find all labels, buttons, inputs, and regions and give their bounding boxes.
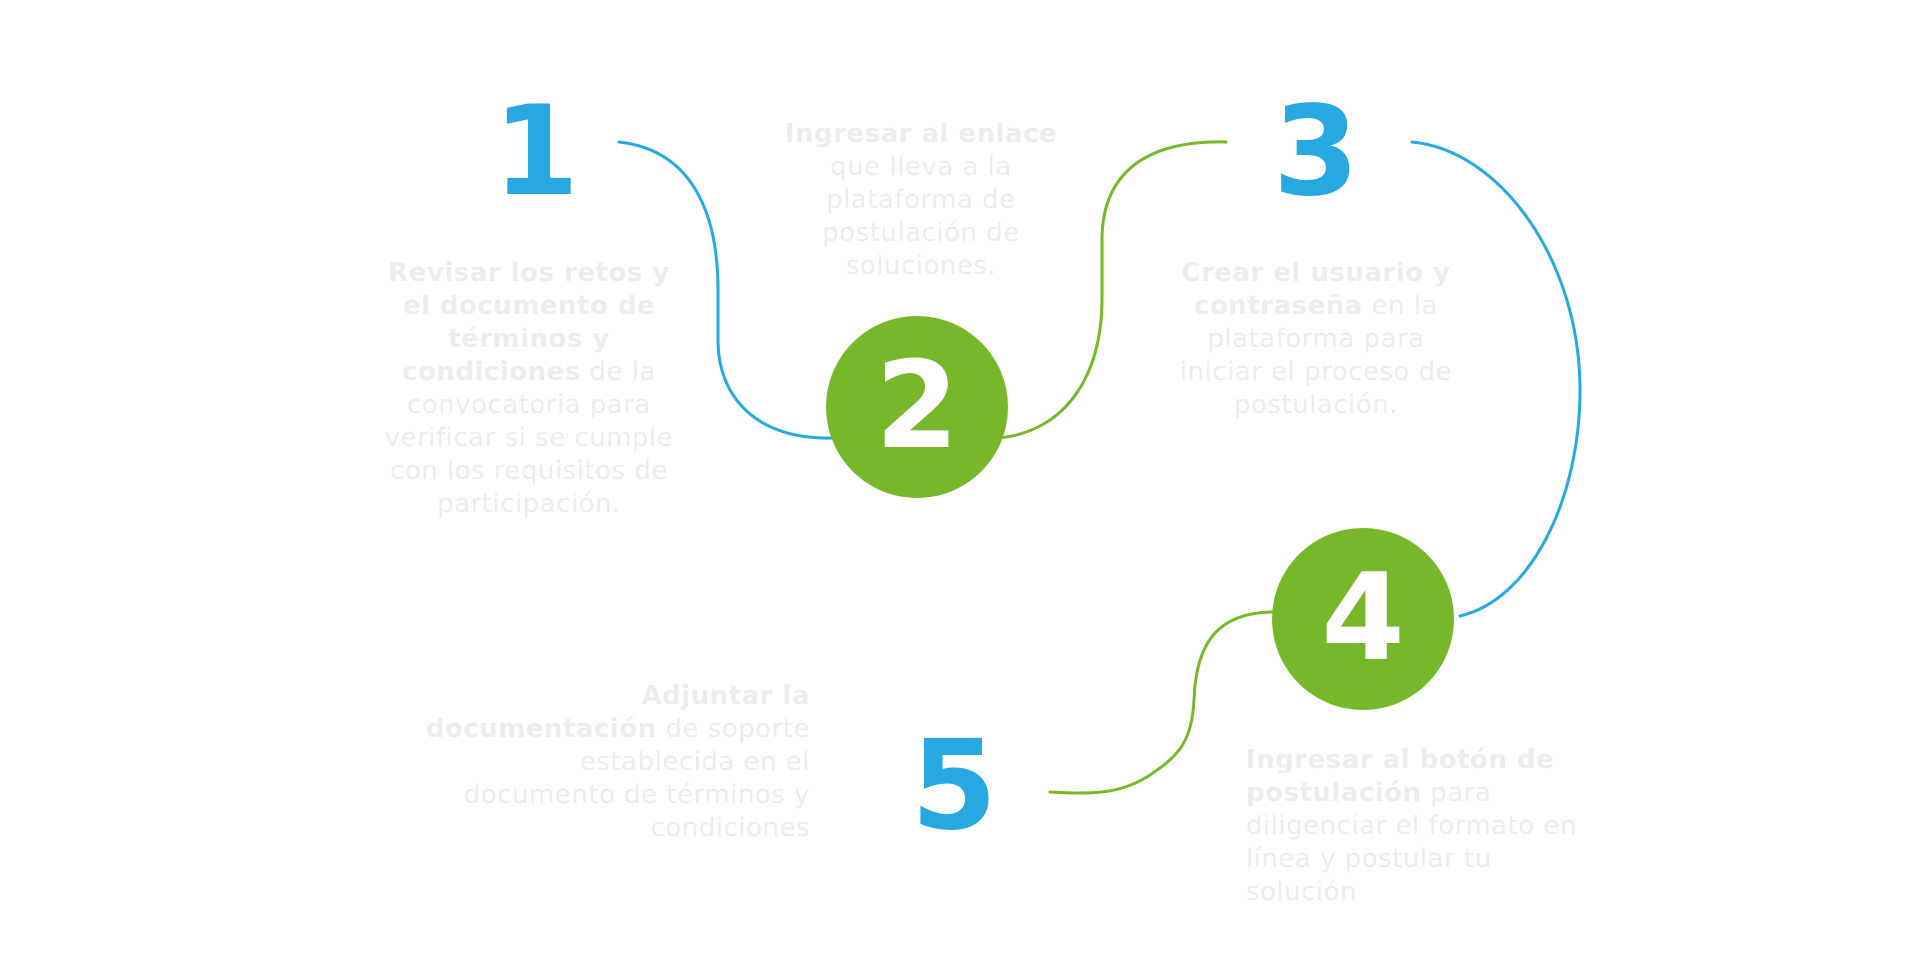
- step-1-bold-text: Revisar los retos y el documento de térm…: [388, 258, 670, 387]
- step-1-regular-text: de la convocatoria para verificar si se …: [384, 357, 674, 519]
- step-5-bold-text: Adjuntar la documentación: [425, 681, 810, 744]
- step-5-regular-text: de soporte establecida en el documento d…: [463, 714, 810, 843]
- step-4-bold-text: Ingresar al botón de postulación: [1246, 745, 1555, 808]
- step-1-number: 1: [492, 80, 580, 224]
- step-3-regular-text: en la plataforma para iniciar el proceso…: [1179, 291, 1453, 420]
- step-1-description: Revisar los retos y el documento de térm…: [374, 257, 684, 521]
- step-5-description: Adjuntar la documentación de soporte est…: [420, 680, 810, 845]
- step-2-bold-text: Ingresar al enlace: [784, 119, 1058, 149]
- step-4-description: Ingresar al botón de postulación para di…: [1246, 744, 1606, 909]
- step-3-description: Crear el usuario y contraseña en la plat…: [1168, 257, 1464, 422]
- step-2-number: 2: [826, 316, 1008, 498]
- step-2-description: Ingresar al enlace que lleva a la plataf…: [776, 118, 1066, 283]
- step-3-bold-text: Crear el usuario y contraseña: [1181, 258, 1451, 321]
- step-3-number: 3: [1272, 80, 1360, 224]
- step-4-number: 4: [1272, 528, 1454, 710]
- step-4-regular-text: para diligenciar el formato en línea y p…: [1246, 778, 1577, 907]
- step-5-number: 5: [910, 714, 998, 858]
- step-2-regular-text: que lleva a la plataforma de postulación…: [822, 152, 1020, 281]
